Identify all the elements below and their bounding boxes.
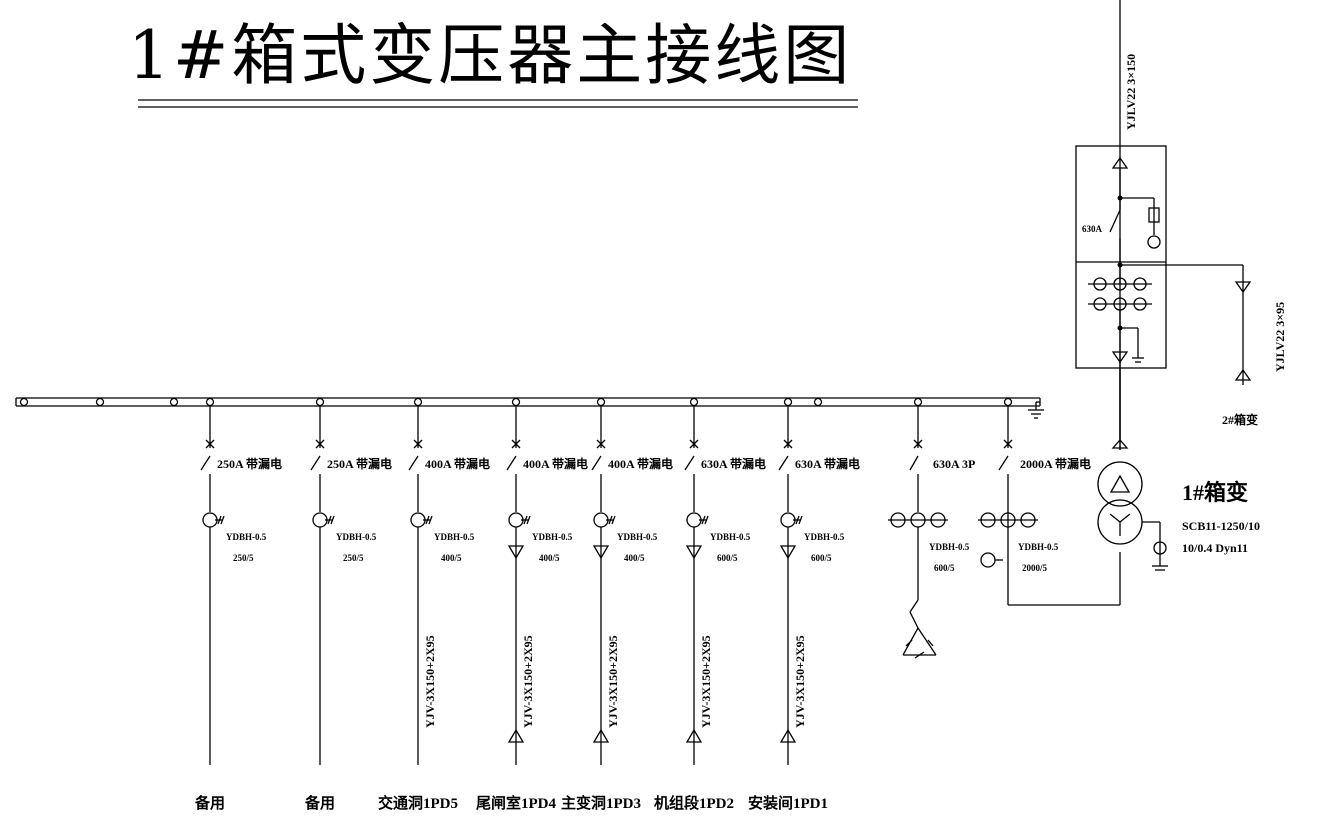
feeder-circuit: 630A 带漏电 YDBH-0.5 600/5 机组段1PD2 YJV-3X15… bbox=[654, 397, 766, 812]
current-transformer-icon bbox=[978, 512, 1038, 568]
breaker-switch-icon bbox=[684, 455, 695, 471]
ct-ratio-label: 600/5 bbox=[717, 553, 738, 563]
hv-cabinet bbox=[1075, 145, 1243, 450]
bus-tap-icon bbox=[596, 397, 606, 407]
cable-end-icon bbox=[592, 545, 610, 560]
current-transformer-icon bbox=[686, 512, 702, 528]
cable-end-icon bbox=[592, 728, 610, 743]
ct-type-label: YDBH-0.5 bbox=[617, 532, 658, 542]
ct-ratio-label: 600/5 bbox=[934, 563, 955, 573]
hv-breaker-label: 630A bbox=[1082, 224, 1103, 234]
cable-label: YJV-3X150+2X95 bbox=[699, 635, 713, 728]
ct-ratio-label: 250/5 bbox=[343, 553, 364, 563]
ct-type-label: YDBH-0.5 bbox=[226, 532, 267, 542]
feeder-circuit: 250A 带漏电 YDBH-0.5 250/5 备用 bbox=[304, 397, 392, 812]
breaker-label: 630A 带漏电 bbox=[795, 456, 860, 471]
ct-type-label: YDBH-0.5 bbox=[929, 542, 970, 552]
feeder-circuit: 400A 带漏电 YDBH-0.5 400/5 交通洞1PD5 YJV-3X15… bbox=[378, 397, 490, 812]
feeder-circuit: 400A 带漏电 YDBH-0.5 400/5 尾闸室1PD4 YJV-3X15… bbox=[476, 397, 588, 812]
current-transformer-icon bbox=[593, 512, 609, 528]
breaker-label: 400A 带漏电 bbox=[523, 456, 588, 471]
load-label: 机组段1PD2 bbox=[654, 794, 734, 812]
load-label: 安装间1PD1 bbox=[748, 794, 828, 812]
breaker-label: 2000A 带漏电 bbox=[1020, 456, 1091, 471]
transformer-name: 1#箱变 bbox=[1182, 480, 1248, 505]
indicator-icon bbox=[1147, 235, 1161, 249]
ct-type-label: YDBH-0.5 bbox=[336, 532, 377, 542]
transformer-spec: 10/0.4 Dyn11 bbox=[1182, 541, 1248, 555]
main-incomer: 2000A 带漏电 YDBH-0.5 2000/5 bbox=[978, 397, 1121, 606]
capacitor-bank-icon bbox=[902, 627, 937, 659]
hv-outgoing-line bbox=[1234, 265, 1252, 385]
bus-tap-icon bbox=[315, 397, 325, 407]
breaker-switch-icon bbox=[591, 455, 602, 471]
bus-tap-icon bbox=[413, 397, 423, 407]
outgoing-cable-label: YJLV22 3×95 bbox=[1273, 302, 1287, 372]
capacitor-feeder: 630A 3P YDBH-0.5 600/5 bbox=[888, 397, 975, 659]
cable-label: YJV-3X150+2X95 bbox=[423, 635, 437, 728]
bus-tap-icon bbox=[205, 397, 215, 407]
ct-ratio-label: 400/5 bbox=[539, 553, 560, 563]
cable-end-icon bbox=[507, 545, 525, 560]
hv-switch-icon bbox=[1109, 209, 1121, 233]
breaker-label: 250A 带漏电 bbox=[217, 456, 282, 471]
cable-end-icon bbox=[779, 728, 797, 743]
ct-type-label: YDBH-0.5 bbox=[532, 532, 573, 542]
breaker-label: 250A 带漏电 bbox=[327, 456, 392, 471]
current-transformer-icon bbox=[312, 512, 328, 528]
cable-end-icon bbox=[779, 545, 797, 560]
breaker-label: 630A 带漏电 bbox=[701, 456, 766, 471]
breaker-label: 400A 带漏电 bbox=[608, 456, 673, 471]
bus-tap-icon bbox=[783, 397, 793, 407]
load-label: 尾闸室1PD4 bbox=[476, 794, 556, 812]
ct-ratio-label: 600/5 bbox=[811, 553, 832, 563]
cable-label: YJV-3X150+2X95 bbox=[793, 635, 807, 728]
outgoing-target-label: 2#箱变 bbox=[1222, 412, 1258, 427]
transformer-model: SCB11-1250/10 bbox=[1182, 519, 1260, 533]
load-label: 备用 bbox=[304, 794, 335, 812]
current-transformer-icon bbox=[410, 512, 426, 528]
feeder-circuit: 630A 带漏电 YDBH-0.5 600/5 安装间1PD1 YJV-3X15… bbox=[748, 397, 860, 812]
breaker-switch-icon bbox=[778, 455, 789, 471]
current-transformer-icon bbox=[780, 512, 796, 528]
current-transformer-icon bbox=[508, 512, 524, 528]
feeder-circuit: 250A 带漏电 YDBH-0.5 250/5 备用 bbox=[194, 397, 282, 812]
breaker-label: 630A 3P bbox=[933, 457, 975, 471]
breaker-switch-icon bbox=[310, 455, 321, 471]
current-transformer-icon bbox=[202, 512, 218, 528]
cable-label: YJV-3X150+2X95 bbox=[606, 635, 620, 728]
ct-ratio-label: 400/5 bbox=[624, 553, 645, 563]
load-label: 主变洞1PD3 bbox=[561, 794, 641, 812]
breaker-switch-icon bbox=[408, 455, 419, 471]
breaker-switch-icon bbox=[506, 455, 517, 471]
cable-end-icon bbox=[685, 728, 703, 743]
diagram-title: 1#箱式变压器主接线图 bbox=[128, 17, 853, 94]
feeder-circuit: 400A 带漏电 YDBH-0.5 400/5 主变洞1PD3 YJV-3X15… bbox=[561, 397, 673, 812]
breaker-label: 400A 带漏电 bbox=[425, 456, 490, 471]
bus-tap-icon bbox=[511, 397, 521, 407]
ct-ratio-label: 400/5 bbox=[441, 553, 462, 563]
current-transformer-icon bbox=[888, 512, 948, 528]
load-label: 交通洞1PD5 bbox=[378, 794, 458, 812]
ct-ratio-label: 250/5 bbox=[233, 553, 254, 563]
bus-ground-icon bbox=[1028, 401, 1044, 419]
fuse-icon bbox=[1148, 207, 1160, 223]
cable-label: YJV-3X150+2X95 bbox=[521, 635, 535, 728]
bus-tap-icon bbox=[689, 397, 699, 407]
ct-type-label: YDBH-0.5 bbox=[1018, 542, 1059, 552]
ct-type-label: YDBH-0.5 bbox=[710, 532, 751, 542]
cable-end-icon bbox=[507, 728, 525, 743]
load-label: 备用 bbox=[194, 794, 225, 812]
cable-end-icon bbox=[685, 545, 703, 560]
ct-ratio-label: 2000/5 bbox=[1022, 563, 1048, 573]
ct-type-label: YDBH-0.5 bbox=[434, 532, 475, 542]
breaker-switch-icon bbox=[200, 455, 211, 471]
lv-busbar bbox=[15, 397, 1041, 407]
ct-type-label: YDBH-0.5 bbox=[804, 532, 845, 542]
incoming-cable-label: YJLV22 3×150 bbox=[1124, 54, 1138, 130]
